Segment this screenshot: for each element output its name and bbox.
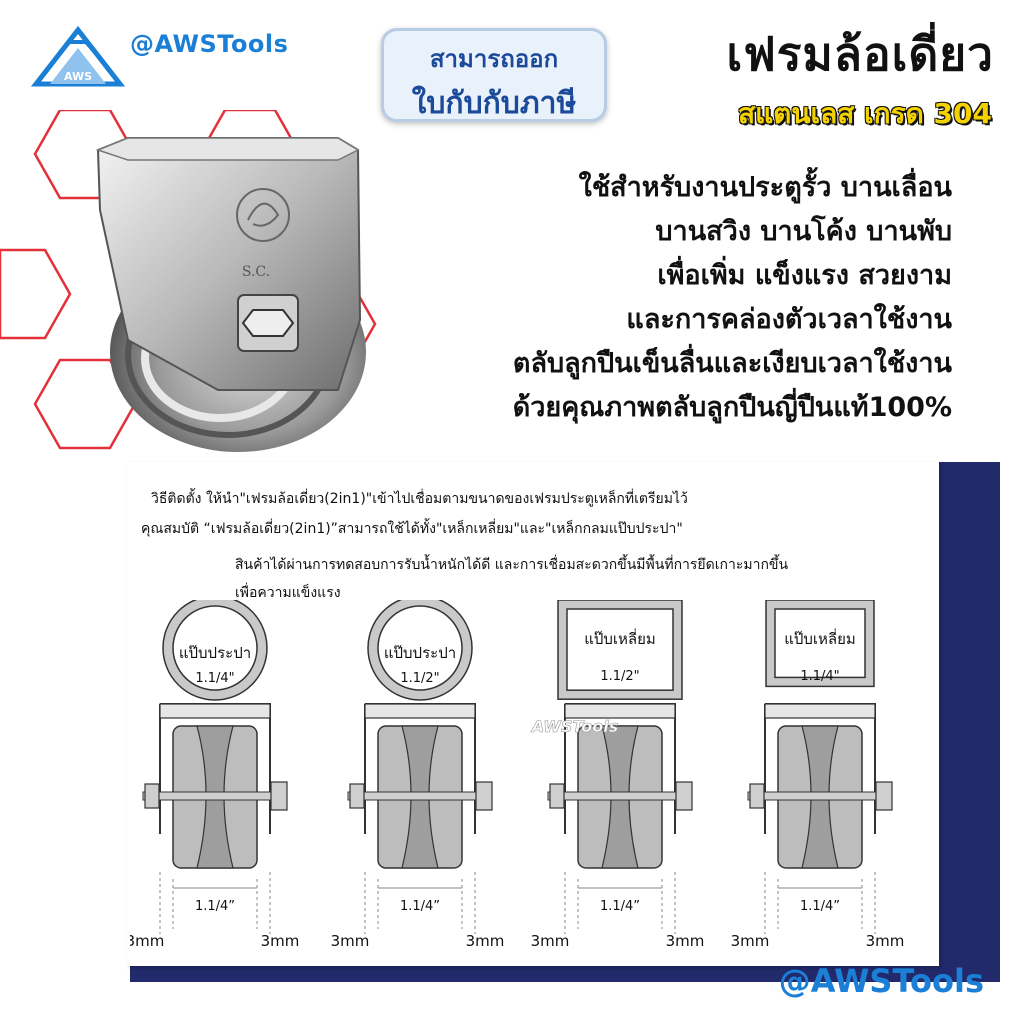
badge-line-2: ใบกับกับภาษี — [411, 86, 577, 121]
feature-line: และการคล่องตัวเวลาใช้งาน — [626, 304, 952, 335]
installation-diagrams: แป๊บประปา 1.1/4" 1.1/4” 3mm 3mm แป๊บประปา 1.1/… — [130, 600, 905, 950]
pipe-size-label: 1.1/4" — [800, 669, 839, 684]
left-gap-label: 3mm — [531, 932, 570, 950]
tested-text: สินค้าได้ผ่านการทดสอบการรับน้ำหนักได้ดี … — [235, 557, 789, 573]
left-gap-label: 3mm — [130, 932, 164, 950]
pipe-size-label: 1.1/2" — [400, 671, 439, 686]
page-subtitle: สแตนเลส เกรด 304 — [738, 92, 992, 136]
wheel-frame-diagram: แป๊บเหลี่ยม 1.1/2" 1.1/4” 3mm 3mm — [531, 600, 705, 950]
pipe-size-label: 1.1/2" — [600, 669, 639, 684]
logo-text: AWS — [64, 70, 92, 83]
pipe-label: แป๊บประปา — [384, 644, 456, 662]
feature-line: บานสวิง บานโค้ง บานพับ — [655, 216, 952, 247]
badge-line-1: สามารถออก — [429, 45, 559, 73]
feature-line: เพื่อเพิ่ม แข็งแรง สวยงาม — [657, 260, 952, 291]
axle-bolt — [142, 791, 288, 801]
nut-icon — [875, 781, 893, 811]
tax-invoice-badge: สามารถออก ใบกับกับภาษี — [381, 28, 607, 122]
nut-icon — [475, 781, 493, 811]
page-title: เฟรมล้อเดี่ยว — [726, 27, 994, 81]
product-logo-text: S.C. — [242, 264, 270, 280]
strength-text: เพื่อความแข็งแรง — [235, 585, 341, 601]
axle-bolt — [547, 791, 693, 801]
feature-line: ด้วยคุณภาพตลับลูกปืนญี่ปืนแท้100% — [512, 392, 952, 423]
left-gap-label: 3mm — [331, 932, 370, 950]
pipe-size-label: 1.1/4" — [195, 671, 234, 686]
nut-icon — [749, 783, 765, 809]
wheel-width-label: 1.1/4” — [195, 899, 235, 914]
feature-line: ใช้สำหรับงานประตูรั้ว บานเลื่อน — [578, 172, 952, 203]
pipe-label: แป๊บประปา — [179, 644, 251, 662]
nut-icon — [549, 783, 565, 809]
right-gap-label: 3mm — [261, 932, 300, 950]
wheel-width-label: 1.1/4” — [400, 899, 440, 914]
feature-list: ใช้สำหรับงานประตูรั้ว บานเลื่อน บานสวิง … — [332, 166, 952, 430]
wheel-width-label: 1.1/4” — [800, 899, 840, 914]
pipe-label: แป๊บเหลี่ยม — [784, 628, 856, 648]
axle-bolt — [747, 791, 893, 801]
footer-brand-handle: @AWSTools — [779, 962, 984, 1000]
aws-logo-icon: AWS — [30, 25, 126, 87]
right-gap-label: 3mm — [466, 932, 505, 950]
nut-icon — [144, 783, 160, 809]
feature-line: ตลับลูกปืนเข็นลื่นและเงียบเวลาใช้งาน — [512, 348, 952, 379]
wheel-frame-diagram: แป๊บเหลี่ยม 1.1/4" 1.1/4” 3mm 3mm — [731, 600, 905, 950]
watermark-text: AWSTools — [530, 717, 619, 736]
nut-icon — [349, 783, 365, 809]
wheel-frame-diagram: แป๊บประปา 1.1/4" 1.1/4” 3mm 3mm — [130, 600, 299, 950]
right-gap-label: 3mm — [666, 932, 705, 950]
right-gap-label: 3mm — [866, 932, 905, 950]
axle-bolt — [347, 791, 493, 801]
brand-handle: @AWSTools — [130, 30, 289, 58]
install-instructions: วิธีติดตั้ง ให้นำ"เฟรมล้อเดี่ยว(2in1)"เข… — [151, 491, 688, 507]
left-gap-label: 3mm — [731, 932, 770, 950]
wheel-frame-product-image: S.C. — [95, 137, 366, 452]
footer-handle-text: @AWSTools — [778, 962, 984, 1000]
wheel-frame-diagram: แป๊บประปา 1.1/2" 1.1/4” 3mm 3mm — [331, 600, 505, 950]
nut-icon — [270, 781, 288, 811]
subtitle-text: สแตนเลส เกรด 304 — [738, 97, 992, 130]
nut-icon — [675, 781, 693, 811]
properties-text: คุณสมบัติ “เฟรมล้อเดี่ยว(2in1)”สามารถใช้… — [141, 521, 683, 537]
wheel-width-label: 1.1/4” — [600, 899, 640, 914]
pipe-label: แป๊บเหลี่ยม — [584, 628, 656, 648]
